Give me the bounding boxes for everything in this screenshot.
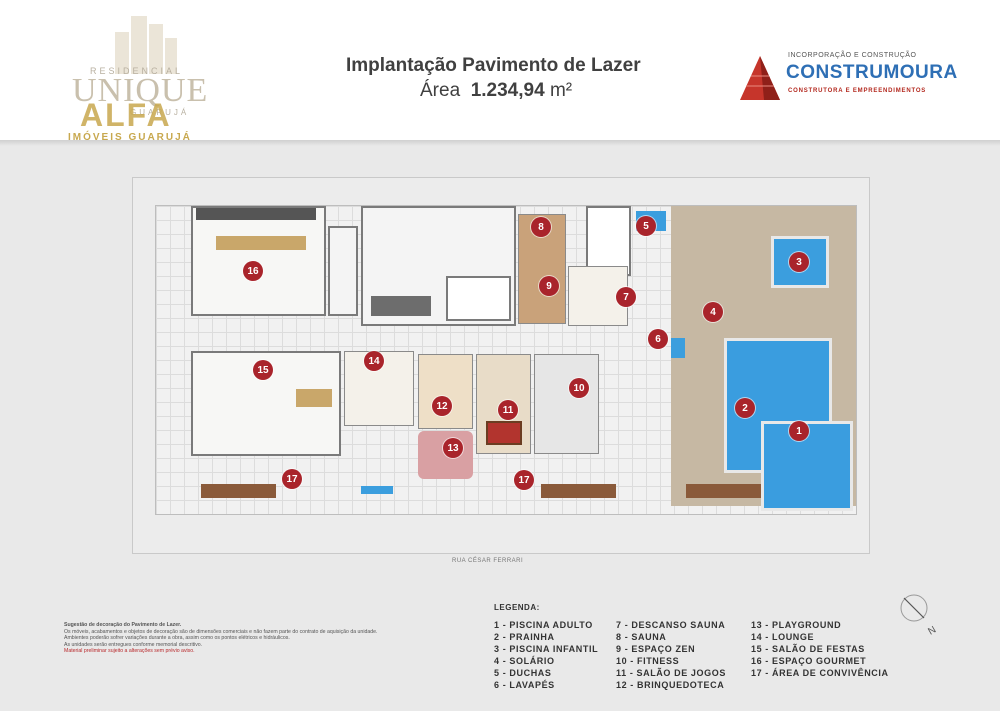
gourmet-table	[216, 236, 306, 250]
developer-subtitle: CONSTRUTORA E EMPREENDIMENTOS	[788, 88, 927, 94]
marker-15: 15	[253, 360, 273, 380]
gourmet-room	[191, 206, 326, 316]
area-line: Área 1.234,94 m²	[420, 80, 572, 102]
marker-5: 5	[636, 216, 656, 236]
marker-8: 8	[531, 217, 551, 237]
marker-17b: 17	[514, 470, 534, 490]
brand-residencial: RESIDENCIAL	[90, 66, 184, 76]
header-divider	[0, 140, 1000, 146]
disclaimer-line: Ambientes poderão sofrer variações duran…	[64, 635, 290, 642]
marker-17a: 17	[282, 469, 302, 489]
disclaimer-line: As unidades serão entregues conforme mem…	[64, 641, 203, 648]
marker-14: 14	[364, 351, 384, 371]
marker-10: 10	[569, 378, 589, 398]
legend-item: 1 - PISCINA ADULTO	[494, 620, 593, 630]
fitness-room	[534, 354, 599, 454]
adult-pool-extension	[761, 421, 853, 511]
marker-13: 13	[443, 438, 463, 458]
legend-item: 17 - ÁREA DE CONVIVÊNCIA	[751, 668, 889, 678]
planter	[201, 484, 276, 498]
legend-item: 13 - PLAYGROUND	[751, 620, 842, 630]
disclaimer-line: Os móveis, acabamentos e objetos de deco…	[64, 628, 378, 635]
brand-logo: RESIDENCIAL UNIQUE GUARUJÁ ALFA IMÓVEIS …	[60, 14, 230, 143]
legend-item: 14 - LOUNGE	[751, 632, 815, 642]
area-unit: m²	[549, 80, 573, 101]
legend-item: 2 - PRAINHA	[494, 632, 555, 642]
towers-icon	[115, 14, 185, 74]
marker-7: 7	[616, 287, 636, 307]
marker-12: 12	[432, 396, 452, 416]
legend-item: 6 - LAVAPÉS	[494, 680, 555, 690]
legend-title: LEGENDA:	[494, 603, 540, 612]
marker-6: 6	[648, 329, 668, 349]
developer-name: CONSTRUMOURA	[786, 62, 958, 83]
marker-16: 16	[243, 261, 263, 281]
legend-item: 10 - FITNESS	[616, 656, 680, 666]
legend-item: 9 - ESPAÇO ZEN	[616, 644, 696, 654]
lavapes	[671, 338, 685, 358]
planter	[541, 484, 616, 498]
disclaimer: Sugestão de decoração do Pavimento de La…	[64, 622, 424, 655]
legend-item: 12 - BRINQUEDOTECA	[616, 680, 725, 690]
legend-item: 5 - DUCHAS	[494, 668, 552, 678]
planter	[686, 484, 761, 498]
core-stairs	[328, 226, 358, 316]
marker-9: 9	[539, 276, 559, 296]
area-value: 1.234,94	[470, 80, 545, 101]
agency-sub: IMÓVEIS GUARUJÁ	[68, 132, 192, 143]
marker-11: 11	[498, 400, 518, 420]
street-name: RUA CÉSAR FERRARI	[452, 558, 524, 564]
compass-icon: N	[900, 594, 938, 638]
legend-column-2: 7 - DESCANSO SAUNA 8 - SAUNA 9 - ESPAÇO …	[616, 619, 726, 691]
legend-item: 16 - ESPAÇO GOURMET	[751, 656, 867, 666]
page-title: Implantação Pavimento de Lazer	[346, 55, 641, 76]
marker-3: 3	[789, 252, 809, 272]
legend-item: 7 - DESCANSO SAUNA	[616, 620, 726, 630]
legend-item: 15 - SALÃO DE FESTAS	[751, 644, 865, 654]
brinquedoteca-room	[418, 354, 473, 429]
brand-name: UNIQUE	[72, 72, 209, 109]
front-fountain	[361, 486, 393, 494]
developer-tagline: INCORPORAÇÃO E CONSTRUÇÃO	[788, 52, 917, 59]
legend-item: 11 - SALÃO DE JOGOS	[616, 668, 726, 678]
developer-logo: INCORPORAÇÃO E CONSTRUÇÃO CONSTRUMOURA C…	[740, 50, 960, 110]
pyramid-icon	[740, 56, 780, 100]
brand-city: GUARUJÁ	[130, 108, 190, 117]
legend-item: 8 - SAUNA	[616, 632, 667, 642]
agency-watermark: ALFA	[80, 97, 172, 133]
marker-2: 2	[735, 398, 755, 418]
party-table	[296, 389, 332, 407]
pool-table	[486, 421, 522, 445]
compass-label: N	[926, 624, 938, 637]
disclaimer-line: Material preliminar sujeito a alterações…	[64, 648, 195, 655]
legend-column-1: 1 - PISCINA ADULTO 2 - PRAINHA 3 - PISCI…	[494, 619, 598, 691]
legend-item: 3 - PISCINA INFANTIL	[494, 644, 599, 654]
marker-4: 4	[703, 302, 723, 322]
elevators	[371, 296, 431, 316]
legend-column-3: 13 - PLAYGROUND 14 - LOUNGE 15 - SALÃO D…	[751, 619, 889, 679]
kitchen-counter	[196, 208, 316, 220]
restrooms	[446, 276, 511, 321]
area-label: Área	[420, 80, 461, 101]
marker-1: 1	[789, 421, 809, 441]
legend-item: 4 - SOLÁRIO	[494, 656, 555, 666]
disclaimer-heading: Sugestão de decoração do Pavimento de La…	[64, 622, 182, 628]
